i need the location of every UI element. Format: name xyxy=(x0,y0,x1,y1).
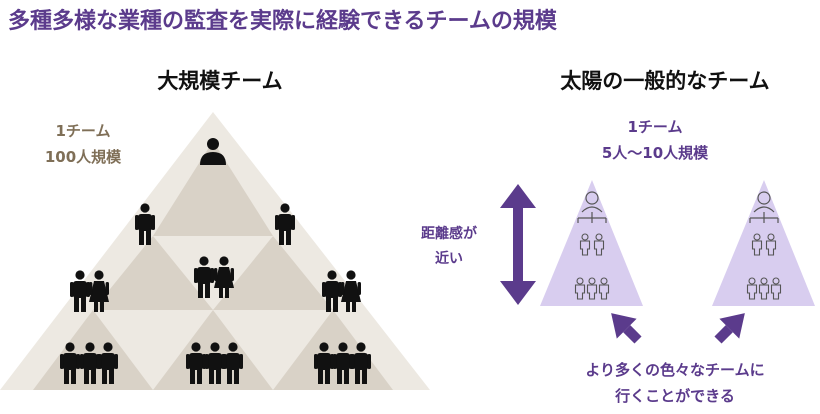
double-arrow-icon xyxy=(500,184,536,305)
small-team-line2: 5人～10人規模 xyxy=(601,144,709,162)
more-teams-label: より多くの色々なチームに 行くことができる xyxy=(540,357,810,409)
pyramid-top-tier xyxy=(153,141,273,236)
page-title: 多種多様な業種の監査を実際に経験できるチームの規模 xyxy=(8,9,557,34)
pyramid-mid-right xyxy=(213,236,333,310)
small-team-size-note: 1チーム 5人～10人規模 xyxy=(580,114,730,166)
small-team-triangle-1 xyxy=(540,180,643,306)
large-team-heading: 大規模チーム xyxy=(157,69,283,93)
large-team-size-note: 1チーム 100人規模 xyxy=(8,118,158,170)
pyramid-outer xyxy=(0,112,430,390)
small-team-line1: 1チーム xyxy=(627,118,683,136)
diagonal-arrow-icon xyxy=(714,313,745,344)
large-team-line2: 100人規模 xyxy=(44,148,122,166)
leader-person-icon xyxy=(200,138,226,165)
large-team-line1: 1チーム xyxy=(55,122,111,140)
distance-line2: 近い xyxy=(435,251,463,267)
small-team-triangle-2 xyxy=(712,180,815,306)
pyramid-mid-left xyxy=(93,236,213,310)
more-teams-line2: 行くことができる xyxy=(615,387,735,405)
diagonal-arrow-icon xyxy=(611,313,642,344)
distance-label: 距離感が 近い xyxy=(404,222,494,272)
more-teams-line1: より多くの色々なチームに xyxy=(585,361,765,379)
distance-line1: 距離感が xyxy=(421,226,477,242)
small-team-heading: 太陽の一般的なチーム xyxy=(560,69,770,93)
